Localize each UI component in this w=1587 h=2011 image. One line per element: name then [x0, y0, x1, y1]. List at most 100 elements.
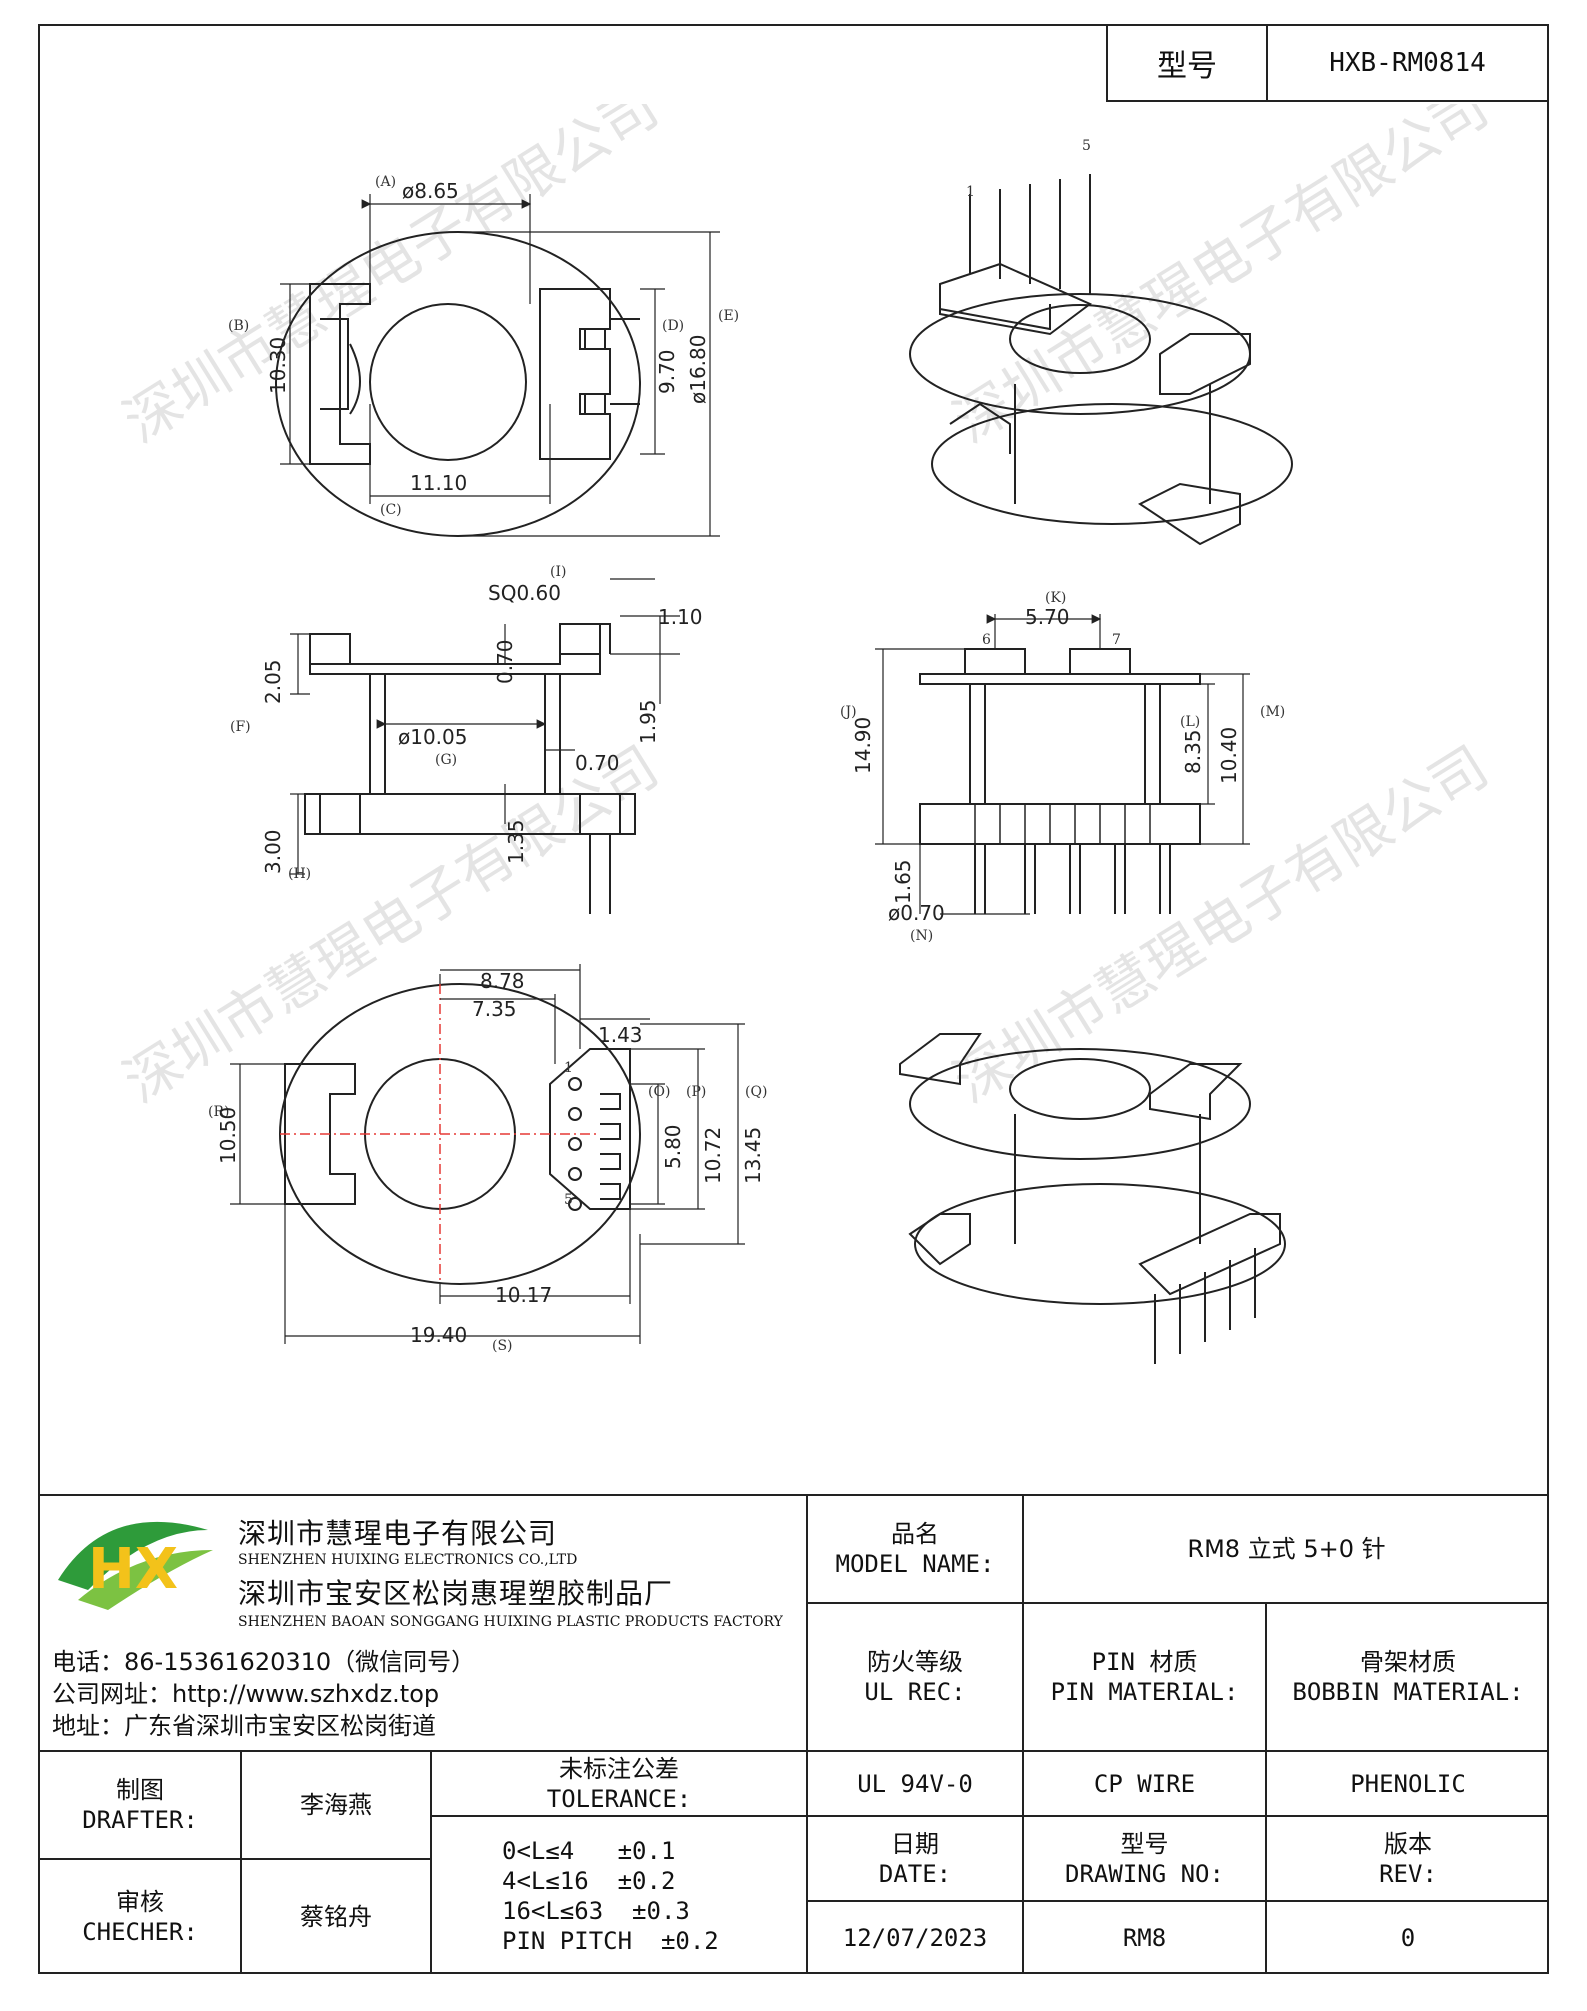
- tolerance-line-3: 16<L≤63 ±0.3: [502, 1896, 690, 1925]
- drawing-no-label-cell: 型号 DRAWING NO:: [1024, 1817, 1265, 1900]
- ref-d: (D): [662, 318, 684, 334]
- tolerance-line-2: 4<L≤16 ±0.2: [502, 1866, 676, 1895]
- dim-a: ø8.65: [402, 179, 459, 203]
- model-label: 型号: [1108, 26, 1268, 100]
- technical-drawing: 深圳市慧瑆电子有限公司 深圳市慧瑆电子有限公司 深圳市慧瑆电子有限公司 深圳市慧…: [40, 104, 1547, 1494]
- drawing-no-value: RM8: [1122, 1924, 1167, 1952]
- hx-logo-icon: HX: [58, 1521, 213, 1610]
- dim-c: 11.10: [410, 471, 467, 495]
- drafter-cn: 制图: [116, 1776, 164, 1804]
- company-info: HX 深圳市慧瑆电子有限公司 SHENZHEN HUIXING ELECTRON…: [48, 1500, 808, 1750]
- drafter-en: DRAFTER:: [82, 1806, 198, 1834]
- dim-k: 5.70: [1025, 605, 1070, 629]
- watermark-group: 深圳市慧瑆电子有限公司 深圳市慧瑆电子有限公司 深圳市慧瑆电子有限公司 深圳市慧…: [113, 104, 1500, 1116]
- dim-1-65: 1.65: [891, 859, 915, 904]
- bobbin-value: PHENOLIC: [1350, 1769, 1466, 1798]
- dim-1-95: 1.95: [636, 699, 660, 744]
- dim-j: 14.90: [851, 717, 875, 774]
- dim-m: 10.40: [1217, 727, 1241, 784]
- model-name-label-cell: 品名 MODEL NAME:: [808, 1496, 1022, 1602]
- dim-1-10: 1.10: [658, 605, 703, 629]
- front-view: [875, 614, 1250, 915]
- ref-b: (B): [228, 318, 249, 334]
- tolerance-line-1: 0<L≤4 ±0.1: [502, 1836, 676, 1865]
- tolerance-label-cell: 未标注公差 TOLERANCE:: [432, 1752, 806, 1815]
- dim-n: ø0.70: [888, 901, 945, 925]
- ref-o: (O): [648, 1084, 670, 1100]
- dim-o: 5.80: [661, 1124, 685, 1169]
- isometric-view-top: [909, 174, 1293, 546]
- iso-pin5-label: 5: [1082, 138, 1091, 154]
- ref-m: (M): [1260, 704, 1285, 720]
- dim-l: 8.35: [1181, 729, 1205, 774]
- ref-q: (Q): [745, 1084, 767, 1100]
- bottom-view-centerlines: [280, 984, 600, 1284]
- side-view: [290, 578, 680, 914]
- top-view: [275, 194, 720, 537]
- dim-h: 3.00: [261, 829, 285, 874]
- drawing-canvas: 深圳市慧瑆电子有限公司 深圳市慧瑆电子有限公司 深圳市慧瑆电子有限公司 深圳市慧…: [113, 104, 1500, 1364]
- front-pin7-label: 7: [1112, 632, 1121, 648]
- rev-value-cell: 0: [1267, 1902, 1549, 1974]
- bottom-pin1-label: 1: [564, 1060, 573, 1076]
- checker-en: CHECHER:: [82, 1918, 198, 1946]
- bobbin-cn: 骨架材质: [1360, 1648, 1456, 1676]
- drafter-label-cell: 制图 DRAFTER:: [40, 1752, 240, 1858]
- ref-p: (P): [686, 1084, 706, 1100]
- tolerance-cn: 未标注公差: [559, 1754, 679, 1783]
- ul-value-cell: UL 94V-0: [808, 1752, 1022, 1815]
- watermark-3: 深圳市慧瑆电子有限公司: [113, 734, 670, 1116]
- company-phone: 电话：86-15361620310（微信同号）: [52, 1648, 476, 1676]
- ul-en: UL REC:: [864, 1678, 966, 1706]
- tolerance-line-4: PIN PITCH ±0.2: [502, 1926, 719, 1955]
- ul-value: UL 94V-0: [857, 1769, 973, 1798]
- dim-10-17: 10.17: [495, 1283, 552, 1307]
- dim-e: ø16.80: [686, 335, 710, 405]
- ref-j: (J): [840, 704, 857, 720]
- dim-7-35: 7.35: [472, 997, 517, 1021]
- company-name-en: SHENZHEN HUIXING ELECTRONICS CO.,LTD: [238, 1552, 578, 1568]
- date-value: 12/07/2023: [842, 1924, 988, 1952]
- company-address: 地址：广东省深圳市宝安区松岗街道: [52, 1712, 436, 1740]
- dim-1-43: 1.43: [598, 1023, 643, 1047]
- dim-8-78: 8.78: [480, 969, 525, 993]
- bobbin-value-cell: PHENOLIC: [1267, 1752, 1549, 1815]
- company-logo: HX: [48, 1510, 218, 1610]
- drawing-no-cn: 型号: [1120, 1829, 1169, 1858]
- dim-i: SQ0.60: [488, 581, 561, 605]
- drawing-no-en: DRAWING NO:: [1065, 1859, 1224, 1888]
- model-name-en: MODEL NAME:: [835, 1550, 995, 1578]
- dim-0-70-top: 0.70: [493, 639, 517, 684]
- checker-name: 蔡铭舟: [300, 1903, 372, 1931]
- checker-label-cell: 审核 CHECHER:: [40, 1860, 240, 1974]
- rev-en: REV:: [1379, 1859, 1437, 1888]
- rev-value: 0: [1400, 1924, 1416, 1952]
- model-name-cn: 品名: [891, 1520, 939, 1548]
- rev-label-cell: 版本 REV:: [1267, 1817, 1549, 1900]
- dim-s: 19.40: [410, 1323, 467, 1347]
- ref-r: (R): [208, 1104, 229, 1120]
- tolerance-values-cell: 0<L≤4 ±0.1 4<L≤16 ±0.2 16<L≤63 ±0.3 PIN …: [432, 1817, 806, 1974]
- dim-p: 10.72: [701, 1127, 725, 1184]
- model-title-box: 型号 HXB-RM0814: [1106, 24, 1549, 102]
- pin-value-cell: CP WIRE: [1024, 1752, 1265, 1815]
- rev-cn: 版本: [1384, 1829, 1432, 1858]
- front-pin6-label: 6: [982, 632, 991, 648]
- dim-q: 13.45: [741, 1127, 765, 1184]
- watermark-4: 深圳市慧瑆电子有限公司: [943, 734, 1500, 1116]
- drafter-name: 李海燕: [300, 1791, 372, 1819]
- drawing-no-value-cell: RM8: [1024, 1902, 1265, 1974]
- ref-h: (H): [288, 866, 311, 882]
- ref-k: (K): [1045, 590, 1066, 606]
- date-label-cell: 日期 DATE:: [808, 1817, 1022, 1900]
- logo-text: HX: [88, 1537, 178, 1602]
- ref-c: (C): [380, 502, 402, 518]
- date-value-cell: 12/07/2023: [808, 1902, 1022, 1974]
- ref-g: (G): [435, 752, 457, 768]
- company-website: 公司网址：http://www.szhxdz.top: [52, 1680, 440, 1708]
- pin-label-cell: PIN 材质 PIN MATERIAL:: [1024, 1604, 1265, 1750]
- dim-d: 9.70: [655, 349, 679, 394]
- bobbin-label-cell: 骨架材质 BOBBIN MATERIAL:: [1267, 1604, 1549, 1750]
- ul-cn: 防火等级: [867, 1648, 963, 1676]
- dim-1-35: 1.35: [504, 819, 528, 864]
